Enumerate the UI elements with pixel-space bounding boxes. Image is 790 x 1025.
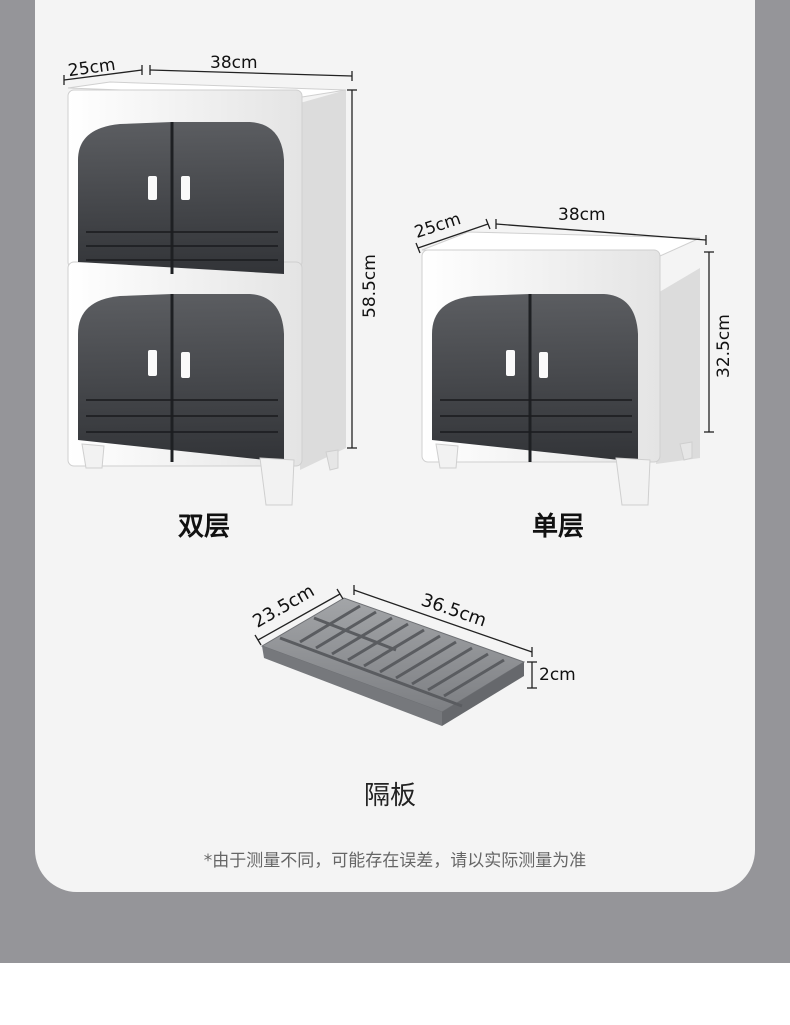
double-layer-cabinet	[67, 81, 347, 506]
shelf-tray	[260, 597, 526, 726]
single-dimension-lines	[415, 218, 714, 433]
product-illustration	[63, 65, 714, 726]
shelf-dimension-lines	[254, 585, 537, 689]
shelf-height-label: 2cm	[539, 665, 576, 685]
single-layer-title: 单层	[532, 512, 585, 542]
double-layer-title: 双层	[178, 512, 231, 542]
double-height-label: 58.5cm	[360, 254, 380, 318]
double-width-label: 38cm	[210, 53, 258, 73]
single-width-label: 38cm	[558, 205, 606, 225]
bottom-margin	[0, 963, 790, 1025]
single-layer-cabinet	[421, 231, 701, 506]
double-dimension-lines	[63, 65, 357, 449]
shelf-title: 隔板	[364, 781, 417, 811]
single-height-label: 32.5cm	[714, 314, 734, 378]
measurement-footnote: *由于测量不同，可能存在误差，请以实际测量为准	[203, 851, 587, 871]
